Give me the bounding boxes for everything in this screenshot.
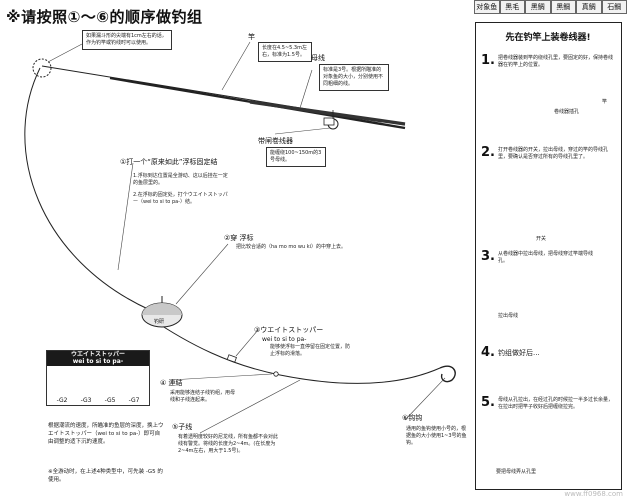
panel-step-3-label: 拉出母线: [498, 313, 519, 319]
tab-heidiao-2[interactable]: 黑鲷: [550, 0, 576, 14]
tab-zhendiao[interactable]: 真鲷: [576, 0, 602, 14]
reel-icon: [323, 110, 339, 130]
panel-step-2-num: 2.: [481, 145, 495, 160]
rod-label: 竿: [248, 33, 255, 41]
step1-desc1: 1.浮标到达位置是全游动、这以后挂在一定的鱼层里的。: [133, 173, 228, 186]
step4-desc: 采用能够连结子线钓组，用母线和子线连起来。: [170, 390, 236, 403]
step6-desc: 通用的鱼钩使用小号的，根据鱼的大小使用1~3号的鱼钩。: [406, 426, 467, 446]
child-line: [149, 317, 441, 384]
fish-tabs: 对象鱼 黑毛 黑鲷 黑鲷 真鲷 石鲷: [474, 0, 627, 14]
step5-label: ⑤子线: [172, 423, 193, 431]
step4-label: ④ 連結: [160, 379, 183, 387]
legend-title: ウエイトストッパー: [70, 351, 125, 358]
panel-step-4-num: 4.: [481, 345, 495, 360]
step5-desc: 有着透明度较好的尼龙线，所有鱼都不会对此线有警觉。将线的长度为2~4m。(在长度…: [178, 434, 279, 454]
panel-step-2-text: 打开卷线器的开关，拉出母线，穿过的竿的导线孔里，要确认是否穿过所有的导线孔里了。: [498, 147, 609, 160]
main-line-label: 母线: [311, 54, 325, 62]
step3-romaji: wei to si to pa-: [262, 336, 307, 343]
panel-title: 先在钓竿上装卷线器!: [505, 33, 591, 43]
panel-step-1-label: 卷线器插孔: [554, 109, 580, 115]
hook-icon: [439, 365, 456, 383]
panel-step-5-label: 要把母线弄从孔里: [496, 469, 537, 475]
stopper-bead: [226, 354, 237, 363]
main-line-desc: 标准是3号。根据所瞄准的对象鱼的大小，分别使用不同粗细的线。: [319, 64, 389, 91]
panel-step-4-text: 钓组做好后...: [498, 349, 540, 357]
page-title: ※请按照①～⑥的顺序做钓组: [6, 8, 203, 26]
panel-step-2-label: 开关: [536, 236, 547, 242]
reel-setup-panel: 先在钓竿上装卷线器! 1. 把卷线器装到竿的绕线孔里，要固定的好，保持卷线器在钓…: [475, 22, 622, 490]
float-label: 钓研: [154, 319, 165, 325]
tab-shidiao[interactable]: 石鲷: [601, 0, 627, 14]
leader-reel: [274, 127, 331, 135]
tip-note: 如果漏斗形的尖端有1cm左右的话，作为钓竿或钓线时可以使用。: [82, 30, 172, 50]
step1-label: ①打一个“原来如此”浮标固定结: [120, 158, 218, 166]
leader-step5: [199, 379, 301, 434]
step3-desc: 能够使浮标一直停留在固定位置，防止浮标的滑落。: [270, 344, 351, 357]
leader-step3: [235, 329, 259, 357]
stopper-g5: -G5: [104, 397, 116, 404]
panel-step-3-text: 从卷线器中拉出母线，把母线穿过竿端导线孔。: [498, 251, 594, 264]
swivel-icon: [273, 371, 279, 377]
panel-step-3-num: 3.: [481, 249, 495, 264]
float-icon: [141, 296, 183, 328]
tab-heidiao-1[interactable]: 黑鲷: [525, 0, 551, 14]
step1-desc2: 2.在浮标的固定处，打个ウエイトストッパー（wei to si to pa-）结…: [133, 192, 228, 205]
tab-target-fish[interactable]: 对象鱼: [474, 0, 500, 14]
bottom-note-2: ※全游动时，在上述4种类型中，可先装 -G5 的使用。: [48, 469, 163, 483]
leader-step1: [117, 162, 134, 271]
step2-desc: 把比较合适的（ha mo mo wu ki）的中穿上去。: [236, 244, 346, 250]
stopper-g7: -G7: [128, 397, 140, 404]
bottom-note-1: 根据潮流的速度，所瞄准的鱼层的深度，换上ウエイトストッパー（wei to si …: [48, 423, 164, 445]
leader-step2: [175, 243, 229, 305]
panel-reel-label: 竿: [602, 99, 608, 105]
panel-step-1-text: 把卷线器装到竿的绕线孔里，要固定的好，保持卷线器在钓竿上的位置。: [498, 55, 614, 68]
legend-romaji: wei to si to pa-: [72, 358, 124, 365]
panel-step-5-num: 5.: [481, 395, 495, 410]
leader-mainline: [299, 69, 313, 109]
main-line-curve: [24, 67, 151, 311]
rod-tip-circle: [32, 58, 52, 78]
rod-line-butt: [249, 100, 406, 126]
tab-heimao[interactable]: 黑毛: [499, 0, 525, 14]
leader-step6: [404, 377, 446, 421]
reel-desc: 能缠绕100~150m的3号母线。: [266, 147, 326, 167]
legend-header: ウエイトストッパー wei to si to pa-: [47, 351, 149, 366]
rod-desc: 长度在4.5~5.3m左右，标准为1.5号。: [258, 42, 312, 62]
stopper-g3: -G3: [80, 397, 92, 404]
step6-label: ⑥钩钩: [402, 414, 423, 422]
reel-label: 带闸卷线器: [258, 137, 293, 145]
panel-step-5-text: 母线从孔拉出，在经过孔的时候拉一半多过长余量，在拉出时把竿子收好后把缠绕拉完。: [498, 397, 614, 410]
step3-label: ③ウエイトストッパー: [254, 326, 324, 334]
stopper-legend: ウエイトストッパー wei to si to pa- -G2 -G3 -G5 -…: [46, 350, 150, 406]
watermark: www.ff0968.com: [564, 490, 623, 498]
leader-tip: [47, 43, 83, 63]
panel-step-1-num: 1.: [481, 53, 495, 68]
stopper-g2: -G2: [56, 397, 68, 404]
rod-callout: 竿: [248, 33, 255, 42]
leader-rod: [221, 41, 251, 91]
leader-step4: [169, 373, 273, 381]
step2-label: ②穿 浮标: [224, 234, 254, 242]
